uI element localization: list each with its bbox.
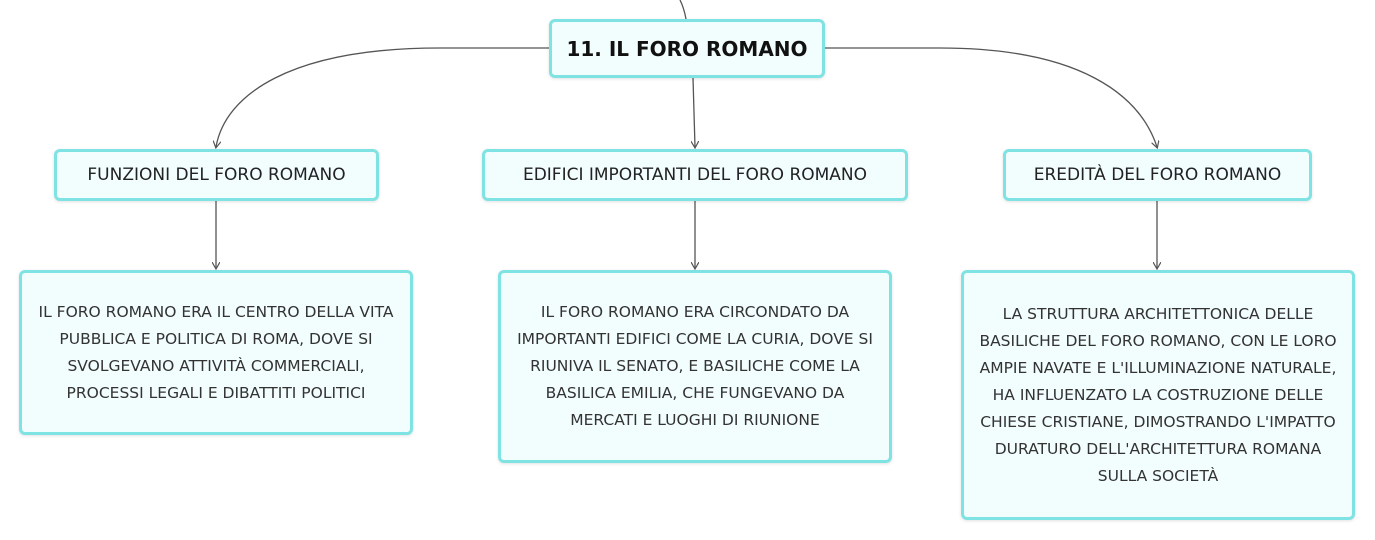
description-node-funzioni[interactable]: IL FORO ROMANO ERA IL CENTRO DELLA VITA … xyxy=(19,270,413,435)
root-topic-label: 11. IL FORO ROMANO xyxy=(566,36,808,61)
connector-root-to-edifici xyxy=(693,77,695,147)
description-text-eredita: LA STRUTTURA ARCHITETTONICA DELLE BASILI… xyxy=(979,304,1337,485)
connector-incoming-root xyxy=(679,0,687,20)
description-text-funzioni: IL FORO ROMANO ERA IL CENTRO DELLA VITA … xyxy=(38,302,394,402)
topic-node-edifici[interactable]: EDIFICI IMPORTANTI DEL FORO ROMANO xyxy=(482,149,908,201)
topic-label-funzioni: FUNZIONI DEL FORO ROMANO xyxy=(87,165,346,185)
connector-root-to-eredita xyxy=(825,47,1157,147)
connector-root-to-funzioni xyxy=(216,47,549,147)
description-node-edifici[interactable]: IL FORO ROMANO ERA CIRCONDATO DA IMPORTA… xyxy=(498,270,892,463)
root-topic-node[interactable]: 11. IL FORO ROMANO xyxy=(549,19,825,78)
topic-node-funzioni[interactable]: FUNZIONI DEL FORO ROMANO xyxy=(54,149,379,201)
topic-label-eredita: EREDITÀ DEL FORO ROMANO xyxy=(1033,165,1282,185)
topic-label-edifici: EDIFICI IMPORTANTI DEL FORO ROMANO xyxy=(522,165,868,185)
topic-node-eredita[interactable]: EREDITÀ DEL FORO ROMANO xyxy=(1003,149,1312,201)
description-node-eredita[interactable]: LA STRUTTURA ARCHITETTONICA DELLE BASILI… xyxy=(961,270,1355,520)
description-text-edifici: IL FORO ROMANO ERA CIRCONDATO DA IMPORTA… xyxy=(517,303,873,429)
